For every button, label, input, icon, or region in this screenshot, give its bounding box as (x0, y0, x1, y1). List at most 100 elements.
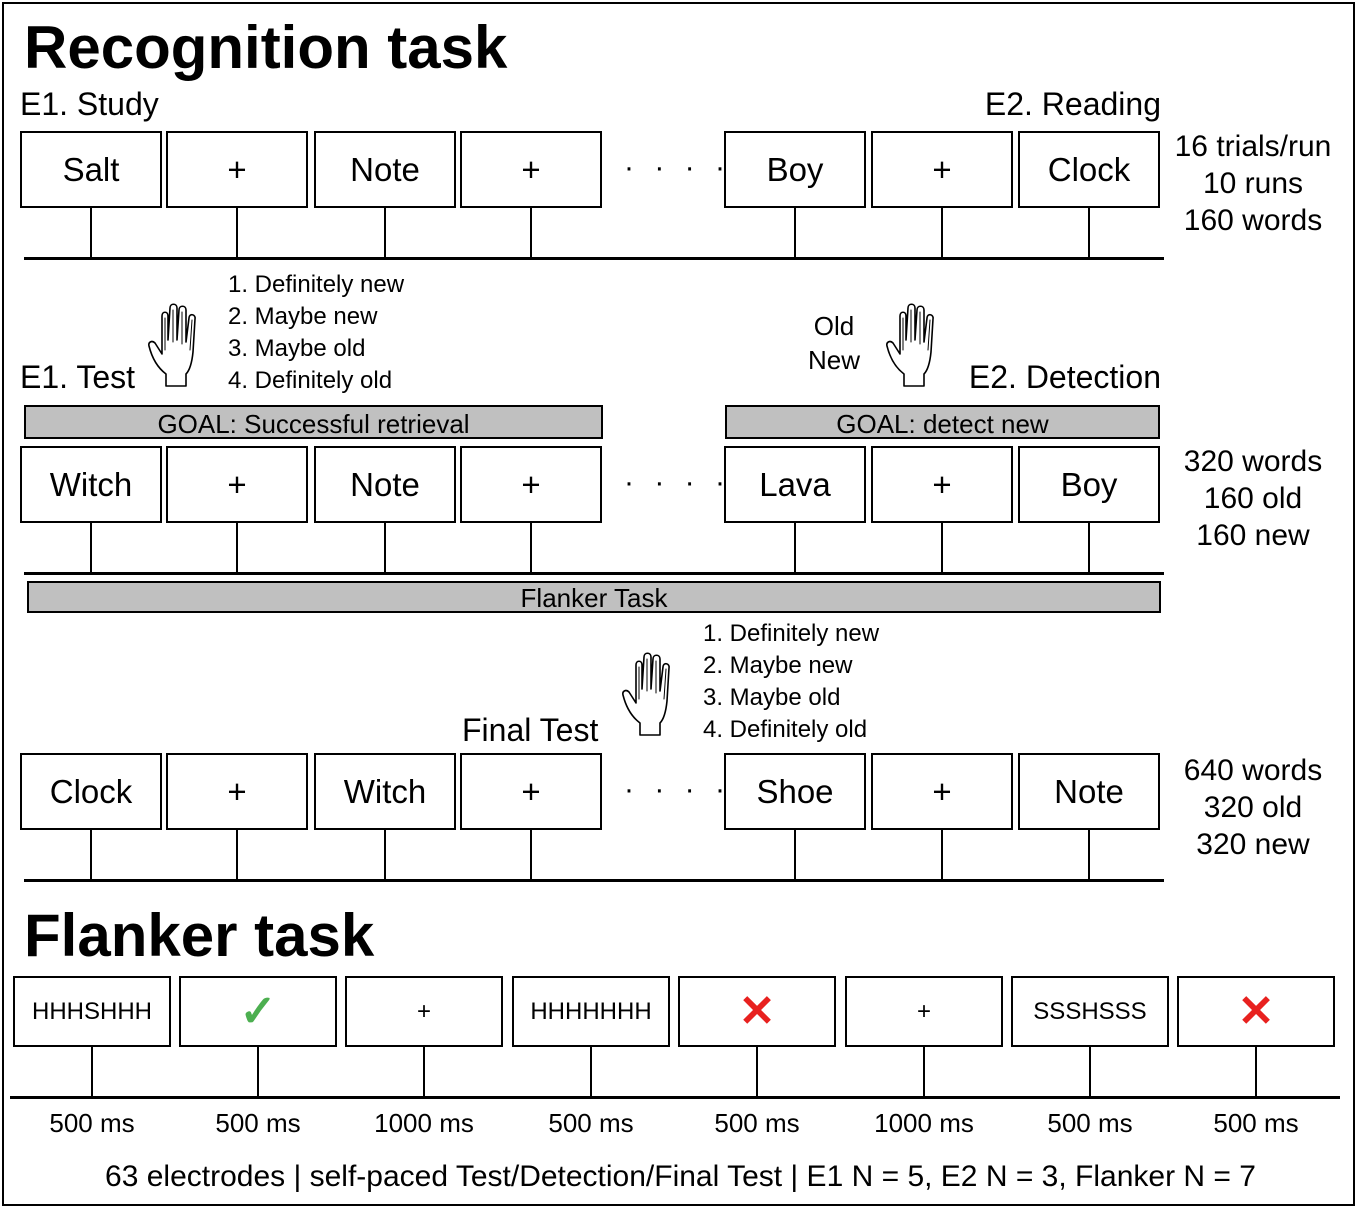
study-stat-words: 160 words (1183, 204, 1323, 237)
frame-duration: 1000 ms (874, 1108, 974, 1138)
final-word: Note (1054, 772, 1124, 810)
test-stat-old: 160 old (1203, 482, 1303, 515)
test-stat-words: 320 words (1183, 445, 1323, 478)
flanker-stimulus: SSSHSSS (1033, 997, 1147, 1025)
flanker-frame: ✕ (678, 976, 836, 1047)
final-test-label: Final Test (462, 712, 599, 748)
frame-duration: 500 ms (1213, 1108, 1299, 1138)
timeline-tick (236, 523, 238, 572)
response-option: 1. Definitely new (703, 620, 880, 647)
final-word: Witch (343, 772, 427, 810)
study-box: + (871, 131, 1013, 208)
response-option-new: New (808, 345, 861, 375)
timeline-tick (1255, 1047, 1257, 1096)
test-box: Note (314, 446, 456, 523)
timeline-tick (941, 523, 943, 572)
x-mark-icon: ✕ (738, 987, 776, 1036)
response-option: 1. Definitely new (228, 271, 405, 298)
final-stat-words: 640 words (1183, 754, 1323, 787)
flanker-frame: HHHSHHH (13, 976, 171, 1047)
timeline-axis (24, 572, 1164, 575)
response-option: 2. Maybe new (228, 303, 378, 330)
frame-duration: 500 ms (548, 1108, 634, 1138)
timeline-tick (91, 1047, 93, 1096)
flanker-stimulus: HHHHHHH (530, 997, 652, 1025)
test-word: Boy (1060, 465, 1118, 503)
final-box: Note (1018, 753, 1160, 830)
final-word: Shoe (756, 772, 834, 810)
study-label: E1. Study (20, 86, 159, 122)
response-option: 2. Maybe new (703, 652, 853, 679)
flanker-frame: SSSHSSS (1011, 976, 1169, 1047)
study-word: + (227, 150, 247, 188)
final-stats: 640 words 320 old 320 new (1168, 752, 1338, 863)
flanker-frame: HHHHHHH (512, 976, 670, 1047)
timeline-tick (236, 208, 238, 257)
footer-note: 63 electrodes | self-paced Test/Detectio… (105, 1160, 1256, 1193)
study-box: Salt (20, 131, 162, 208)
flanker-frame: + (345, 976, 503, 1047)
timeline-axis (10, 1096, 1340, 1099)
study-stat-trials: 16 trials/run (1174, 130, 1332, 163)
timeline-tick (1088, 830, 1090, 879)
final-stat-old: 320 old (1203, 791, 1303, 824)
ellipsis: · · · · (624, 151, 731, 184)
hand-icon (146, 302, 210, 393)
test-box: + (460, 446, 602, 523)
timeline-tick (90, 523, 92, 572)
timeline-tick (923, 1047, 925, 1096)
test-box: Boy (1018, 446, 1160, 523)
timeline-tick (530, 830, 532, 879)
frame-duration: 500 ms (215, 1108, 301, 1138)
final-word: + (227, 772, 247, 810)
hand-icon (620, 651, 684, 742)
final-word: + (932, 772, 952, 810)
test-stats: 320 words 160 old 160 new (1168, 443, 1338, 554)
test-box: Lava (724, 446, 866, 523)
timeline-tick (794, 830, 796, 879)
study-word: + (521, 150, 541, 188)
study-box: Note (314, 131, 456, 208)
timeline-tick (1089, 1047, 1091, 1096)
timeline-tick (794, 208, 796, 257)
test-response-options: 1. Definitely new 2. Maybe new 3. Maybe … (228, 269, 404, 397)
timeline-tick (384, 523, 386, 572)
response-option: 3. Maybe old (703, 684, 841, 711)
frame-duration: 500 ms (1047, 1108, 1133, 1138)
response-option: 4. Definitely old (228, 367, 393, 394)
recognition-title: Recognition task (24, 14, 508, 81)
flanker-title: Flanker task (24, 902, 375, 969)
final-word: + (521, 772, 541, 810)
study-box: + (460, 131, 602, 208)
goal-detection-text: GOAL: detect new (836, 409, 1049, 439)
final-box: + (166, 753, 308, 830)
final-box: Witch (314, 753, 456, 830)
test-word: + (932, 465, 952, 503)
final-response-options: 1. Definitely new 2. Maybe new 3. Maybe … (703, 618, 879, 746)
ellipsis: · · · · (624, 466, 731, 499)
study-box: + (166, 131, 308, 208)
goal-test-text: GOAL: Successful retrieval (157, 409, 470, 439)
timeline-tick (590, 1047, 592, 1096)
detection-label: E2. Detection (968, 359, 1161, 395)
study-word: Clock (1047, 150, 1131, 188)
test-stat-new: 160 new (1196, 519, 1310, 552)
hand-icon (884, 302, 948, 393)
test-word: + (521, 465, 541, 503)
flanker-frame: ✕ (1177, 976, 1335, 1047)
timeline-tick (941, 208, 943, 257)
goal-detection-bar: GOAL: detect new (725, 405, 1160, 439)
test-word: Note (350, 465, 420, 503)
timeline-tick (384, 208, 386, 257)
study-word: Boy (766, 150, 824, 188)
study-word: Salt (62, 150, 120, 188)
timeline-axis (24, 257, 1164, 260)
test-box: + (166, 446, 308, 523)
flanker-task-bar: Flanker Task (27, 581, 1161, 613)
fixation-cross: + (416, 997, 431, 1025)
reading-label: E2. Reading (984, 86, 1161, 122)
flanker-frame: + (845, 976, 1003, 1047)
flanker-task-bar-text: Flanker Task (520, 583, 668, 613)
fixation-cross: + (916, 997, 931, 1025)
